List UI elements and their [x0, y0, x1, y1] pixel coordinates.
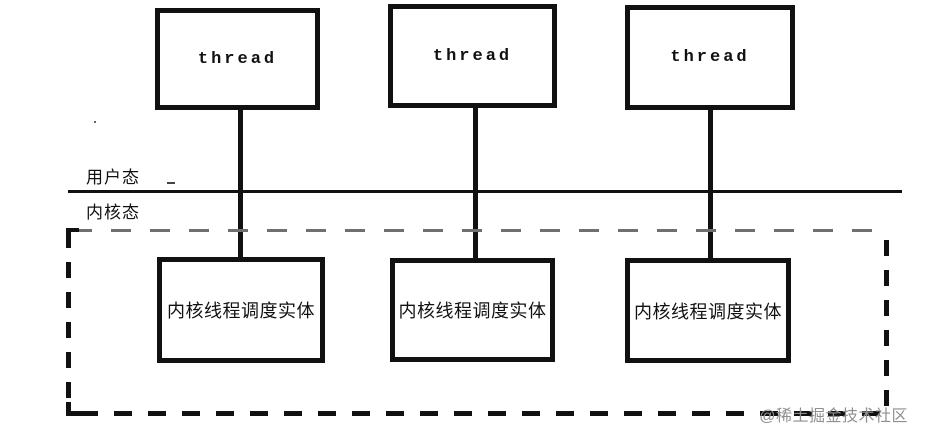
- connector-line-3: [708, 106, 713, 260]
- thread-box-3: thread: [625, 5, 795, 110]
- mode-separator-line: [68, 190, 902, 193]
- thread-box-label: thread: [197, 49, 278, 69]
- kernel-boundary-bottomleft-corner: [66, 402, 81, 416]
- kernel-entity-box-1: 内核线程调度实体: [157, 257, 325, 363]
- kernel-entity-label: 内核线程调度实体: [167, 301, 315, 321]
- thread-box-2: thread: [388, 4, 557, 108]
- kernel-boundary-topleft-corner: [66, 228, 79, 241]
- kernel-entity-box-3: 内核线程调度实体: [625, 258, 791, 363]
- thread-box-label: thread: [432, 46, 513, 66]
- kernel-boundary-top-dashed-edge: [72, 229, 882, 232]
- thread-box-label: thread: [670, 48, 750, 67]
- kernel-boundary-left-dashed-edge: [66, 232, 71, 414]
- stray-dot-mark: [94, 121, 96, 123]
- stray-dash-mark: [167, 182, 175, 184]
- kernel-entity-label: 内核线程调度实体: [634, 301, 782, 322]
- kernel-mode-label: 内核态: [86, 203, 140, 222]
- watermark: @稀土掘金技术社区: [759, 408, 908, 425]
- connector-line-2: [473, 104, 478, 260]
- kernel-entity-box-2: 内核线程调度实体: [390, 258, 555, 362]
- connector-line-1: [238, 106, 243, 259]
- kernel-entity-label: 内核线程调度实体: [398, 301, 547, 321]
- kernel-boundary-right-dashed-edge: [884, 240, 889, 406]
- user-mode-label: 用户态: [86, 168, 140, 187]
- kernel-boundary-bottom-dashed-edge: [80, 411, 888, 416]
- thread-box-1: thread: [155, 8, 320, 110]
